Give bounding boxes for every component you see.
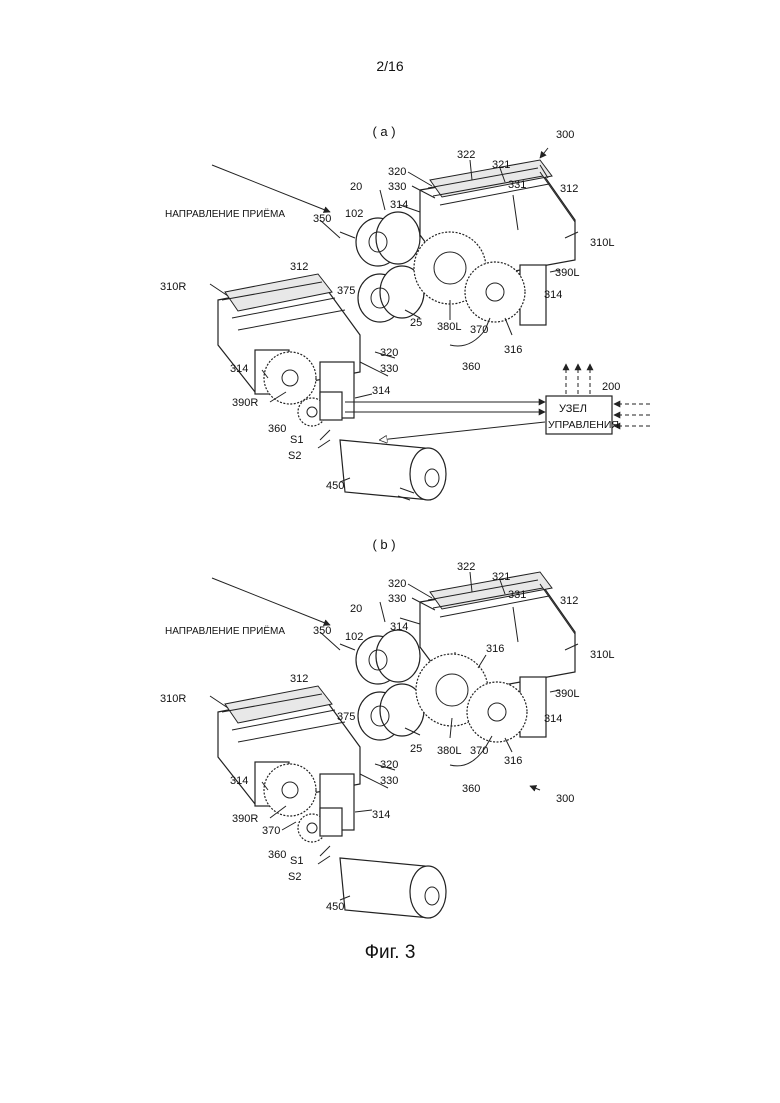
ref-102: 102 [345, 208, 363, 220]
ref-314-center: 314 [372, 385, 390, 397]
panel-b-drawing: 322 321 320 331 312 330 20 314 350 102 3… [160, 561, 614, 918]
motor-450-b [340, 858, 446, 918]
ref-b-300: 300 [556, 793, 574, 805]
ref-b-350: 350 [313, 625, 331, 637]
ref-b-331: 331 [508, 589, 526, 601]
ref-b-320: 320 [388, 578, 406, 590]
ref-b-310R: 310R [160, 693, 186, 705]
ref-390R: 390R [232, 397, 258, 409]
ref-331: 331 [508, 179, 526, 191]
ref-b-390L: 390L [555, 688, 579, 700]
ref-314-left-bottom: 314 [544, 289, 562, 301]
ref-300: 300 [556, 129, 574, 141]
ref-b-25: 25 [410, 743, 422, 755]
motor-450 [340, 440, 446, 500]
ref-322: 322 [457, 149, 475, 161]
ref-314-top: 314 [390, 199, 408, 211]
ref-b-S1: S1 [290, 855, 303, 867]
rollers-b [356, 630, 424, 740]
ref-390L: 390L [555, 267, 579, 279]
ref-b-390R: 390R [232, 813, 258, 825]
control-unit-line2: УПРАВЛЕНИЯ [548, 419, 619, 431]
ref-b-360-upper: 360 [462, 783, 480, 795]
ref-b-380L: 380L [437, 745, 461, 757]
ref-b-370-lower: 370 [262, 825, 280, 837]
ref-310R: 310R [160, 281, 186, 293]
gear-370-left [465, 262, 525, 322]
ref-b-310L: 310L [590, 649, 614, 661]
ref-312-right: 312 [290, 261, 308, 273]
ref-320: 320 [388, 166, 406, 178]
ref-b-312-left: 312 [560, 595, 578, 607]
ref-200: 200 [602, 381, 620, 393]
ref-330-lower: 330 [380, 363, 398, 375]
ref-375: 375 [337, 285, 355, 297]
ref-b-314-right: 314 [230, 775, 248, 787]
control-unit-line1: УЗЕЛ [559, 403, 587, 415]
ref-b-375: 375 [337, 711, 355, 723]
reception-direction-arrow-b [212, 578, 330, 625]
ref-S2: S2 [288, 450, 301, 462]
ref-S1: S1 [290, 434, 303, 446]
ref-370: 370 [470, 324, 488, 336]
gear-390R-b [264, 764, 316, 816]
gear-370-left-b [467, 682, 527, 742]
ref-450: 450 [326, 480, 344, 492]
ref-380L: 380L [437, 321, 461, 333]
ref-360-lower: 360 [268, 423, 286, 435]
ref-b-330: 330 [388, 593, 406, 605]
ref-320-lower: 320 [380, 347, 398, 359]
ref-360-upper: 360 [462, 361, 480, 373]
ref-316: 316 [504, 344, 522, 356]
ref-b-314-center: 314 [372, 809, 390, 821]
ref-b-316-lower: 316 [504, 755, 522, 767]
ref-b-370-upper: 370 [470, 745, 488, 757]
panel-a-drawing: 300 322 321 320 331 312 20 330 102 314 3… [160, 129, 650, 500]
ref-b-314-top: 314 [390, 621, 408, 633]
ref-b-320-lower: 320 [380, 759, 398, 771]
ref-25: 25 [410, 317, 422, 329]
ref-b-314-left-bottom: 314 [544, 713, 562, 725]
ref-b-S2: S2 [288, 871, 301, 883]
ref-310L: 310L [590, 237, 614, 249]
ref-321: 321 [492, 159, 510, 171]
ref-b-102: 102 [345, 631, 363, 643]
ref-314-right: 314 [230, 363, 248, 375]
gear-390R [264, 352, 316, 404]
ref-312-left: 312 [560, 183, 578, 195]
ref-330: 330 [388, 181, 406, 193]
ref-b-330-lower: 330 [380, 775, 398, 787]
ref-b-312-right: 312 [290, 673, 308, 685]
reception-direction-label-b: НАПРАВЛЕНИЕ ПРИЁМА [165, 625, 285, 637]
ref-350: 350 [313, 213, 331, 225]
ref-b-321: 321 [492, 571, 510, 583]
ref-b-450: 450 [326, 901, 344, 913]
ref-b-316-upper: 316 [486, 643, 504, 655]
ref-b-20: 20 [350, 603, 362, 615]
reception-direction-label: НАПРАВЛЕНИЕ ПРИЁМА [165, 208, 285, 220]
reception-direction-arrow [212, 165, 330, 212]
ref-b-360-lower: 360 [268, 849, 286, 861]
ref-b-322: 322 [457, 561, 475, 573]
ref-20: 20 [350, 181, 362, 193]
